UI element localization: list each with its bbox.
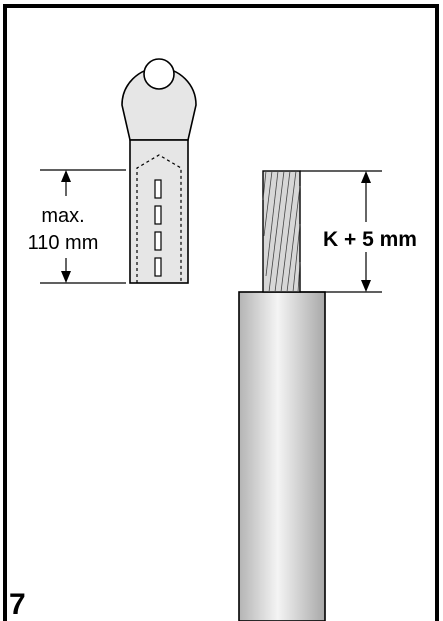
arrow-down-icon [361,280,371,292]
arrow-up-icon [61,170,71,182]
stripped-cable [238,170,326,621]
arrow-up-icon [361,171,371,183]
lug-slot [154,231,162,251]
figure-frame [3,4,439,621]
lug-hole [143,58,175,90]
cable-insulation [238,291,326,621]
lug-dimension: max. 110 mm [28,169,126,284]
cable-conductor [262,170,301,293]
cable-lug [121,58,197,284]
arrow-down-icon [61,271,71,283]
label-background [312,224,430,252]
lug-crimp-zone [136,154,182,283]
figure-number: 7 [9,588,26,621]
lug-slot [154,257,162,277]
lug-dimension-line1: max. [41,205,84,227]
lug-slot [154,205,162,225]
strip-length-label: K + 5 mm [323,228,417,251]
lug-slot [154,179,162,199]
lug-dimension-line2: 110 mm [28,232,99,254]
strip-dimension: K + 5 mm [300,170,430,293]
